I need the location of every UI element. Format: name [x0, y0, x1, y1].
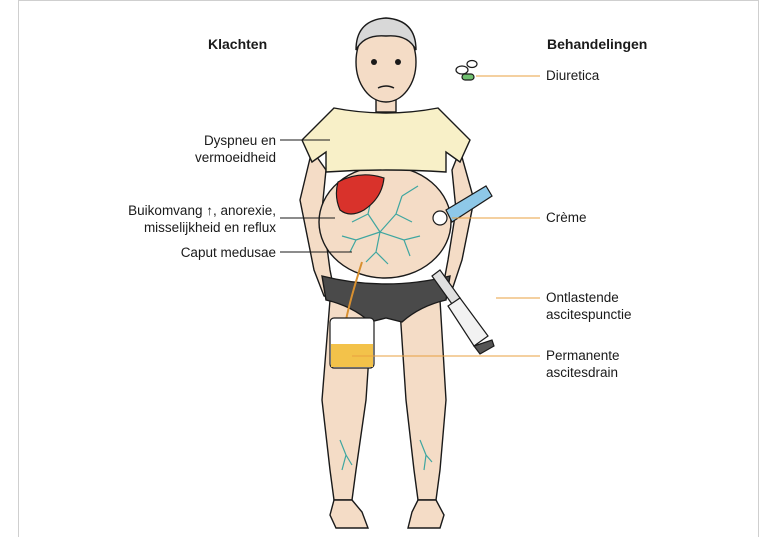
right-foot: [408, 500, 444, 528]
left-eye: [371, 59, 377, 65]
label-creme: Crème: [546, 209, 587, 226]
label-buikomvang: Buikomvang ↑, anorexie,misselijkheid en …: [80, 202, 276, 236]
head: [356, 18, 416, 112]
right-leg: [400, 300, 446, 500]
left-foot: [330, 500, 368, 528]
label-caput-medusae: Caput medusae: [130, 244, 276, 261]
right-eye: [395, 59, 401, 65]
pills-icon: [456, 61, 477, 81]
label-diuretica: Diuretica: [546, 67, 599, 84]
